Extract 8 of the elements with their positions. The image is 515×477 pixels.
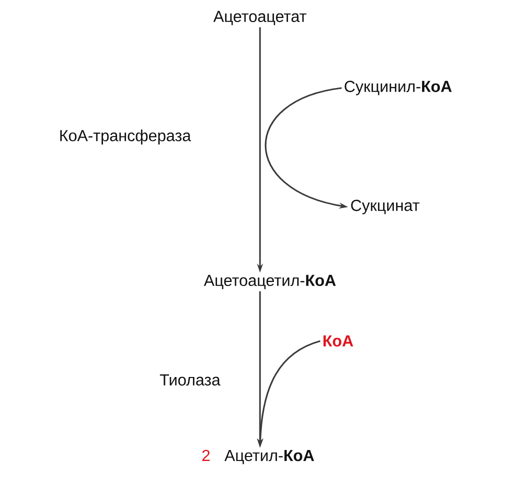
compound-label: Ацетоацетил-КоА (204, 274, 336, 290)
compound-label: Сукцинат (351, 200, 420, 214)
compound-label: КоА (324, 335, 354, 347)
compound-label: 2 Ацетил-КоА (202, 450, 314, 464)
compound-label: Ацетоацетат (213, 10, 306, 26)
enzyme-label: КоА-трансфераза (60, 130, 192, 144)
compound-label: Сукцинил-КоА (344, 80, 452, 96)
enzyme-label: Тиолаза (160, 374, 220, 386)
